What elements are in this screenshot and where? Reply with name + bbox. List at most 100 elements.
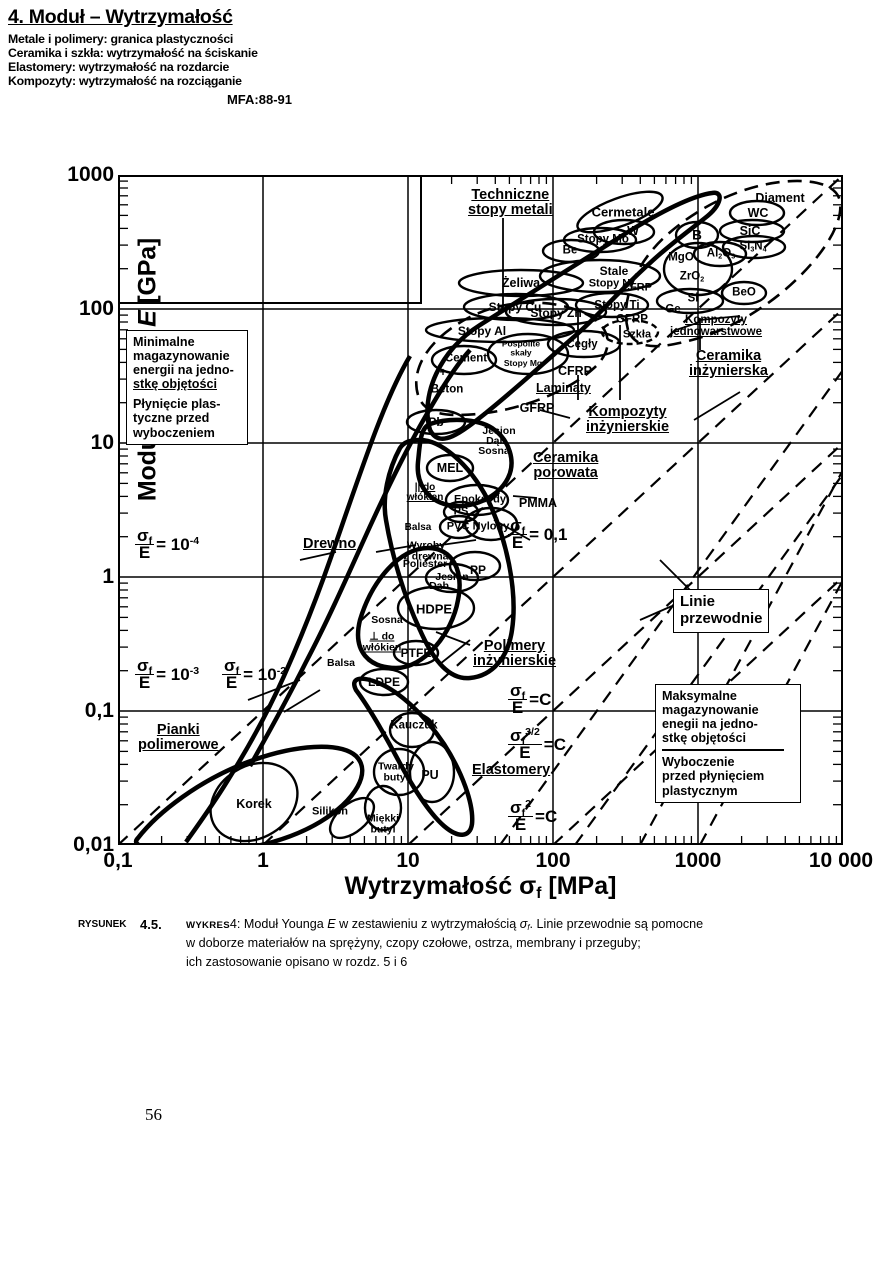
caption-line3: ich zastosowanie opisano w rozdz. 5 i 6: [186, 955, 408, 970]
title-line-3: Elastomery: wytrzymałość na rozdarcie: [8, 60, 230, 74]
min-line-6: tyczne przed: [133, 411, 210, 426]
material-pmma: PMMA: [518, 495, 558, 510]
material-szkla: Szkła: [622, 328, 652, 341]
material-w: W: [627, 223, 639, 238]
ashby-chart: 0,01 0,1 1 10 100 1000 0,1 1 10 100 1000…: [0, 0, 874, 902]
material-korek: Korek: [236, 796, 272, 811]
title-line-2: Ceramika i szkła: wytrzymałość na ściska…: [8, 46, 258, 60]
max-line-1: Maksymalne: [662, 689, 737, 703]
material-poliester: Poliester: [402, 557, 448, 570]
material-pu: PU: [421, 767, 439, 782]
guidelines-callout-box: Linie przewodnie: [673, 589, 769, 633]
material-gfrp-mid: GFRP: [519, 400, 555, 415]
material-b: B: [692, 227, 702, 243]
group-label-laminates: Laminaty: [536, 381, 591, 395]
max-energy-storage-box: Maksymalne magazynowanie enegii na jedno…: [655, 684, 801, 803]
material-pvc: PVC: [446, 520, 470, 533]
group-label-wood: Drewno: [303, 536, 357, 552]
y-tick-3: 10: [90, 431, 114, 454]
caption-line1-italic: E: [327, 917, 336, 931]
material-be: Be: [562, 244, 578, 257]
x-tick-4: 1000: [674, 849, 722, 872]
y-axis-ticks: 0,01 0,1 1 10 100 1000: [48, 0, 114, 900]
guidelines-line-2: przewodnie: [680, 609, 763, 627]
max-line-7: plastycznym: [662, 783, 738, 798]
material-dab-1: Dąb: [486, 434, 506, 447]
material-ps: PS: [453, 505, 469, 518]
material-stopy-zn: Stopy Zn: [530, 306, 582, 320]
guidelines-line-1: Linie: [680, 593, 716, 610]
caption-body: WYKRES4: Moduł Younga E w zestawieniu z …: [186, 917, 704, 970]
material-silikon: Silikon: [311, 805, 349, 818]
material-stopy-ti: Stopy Ti: [594, 299, 640, 312]
material-stopy-ni: Stopy Ni: [588, 277, 634, 290]
material-kauczuk: Kauczuk: [390, 719, 438, 732]
material-balsa-1: Balsa: [404, 522, 432, 533]
min-line-5: Płynięcie plas-: [133, 397, 221, 412]
material-pb: Pb: [428, 415, 444, 429]
material-si: Si: [687, 292, 699, 305]
material-si3n4: Si3N4: [739, 240, 767, 254]
caption-line2: w doborze materiałów na sprężyny, czopy …: [186, 936, 641, 951]
page-number: 56: [145, 1105, 162, 1124]
material-dab-2: Dąb: [429, 579, 449, 592]
material-mel: MEL: [436, 460, 464, 475]
material-ldpe: LDPE: [367, 675, 401, 689]
title-code: MFA:88-91: [226, 92, 292, 107]
x-tick-1: 1: [257, 849, 269, 872]
max-line-4: stkę objętości: [662, 731, 746, 746]
material-sosna-1: Sosna: [478, 444, 510, 457]
caption-line1-c: . Linie przewodnie są pomocne: [529, 917, 704, 931]
title-box-frame: [118, 175, 422, 304]
material-al2o3: Al2O3: [706, 247, 736, 261]
material-jesion-1: Jesion: [482, 424, 516, 437]
material-nylony: Nylony: [472, 520, 510, 533]
material-sosna-2: Sosna: [371, 613, 403, 626]
y-tick-0: 0,01: [73, 833, 114, 856]
min-line-2: magazynowanie: [133, 349, 230, 364]
x-tick-2: 10: [396, 849, 420, 872]
x-tick-5: 10 000: [808, 849, 874, 872]
title-line-1: Metale i polimery: granica plastyczności: [8, 32, 234, 46]
material-pp: PP: [469, 563, 487, 577]
material-stopy-al: Stopy Al: [457, 324, 507, 338]
min-energy-storage-box: Minimalne magazynowanie energii na jedno…: [126, 330, 248, 445]
chart-title-box: 4. Moduł – Wytrzymałość Metale i polimer…: [0, 0, 300, 111]
y-tick-5: 1000: [67, 163, 114, 186]
y-tick-4: 100: [78, 297, 114, 320]
material-ge: Ge: [665, 303, 681, 316]
material-balsa-2: Balsa: [326, 656, 356, 669]
material-stopy-mg: Stopy Mg: [503, 357, 543, 368]
x-tick-0: 0,1: [103, 849, 133, 872]
x-tick-3: 100: [535, 849, 571, 872]
material-mgo: MgO: [668, 251, 694, 264]
y-tick-1: 0,1: [84, 699, 114, 722]
min-line-4: stkę objętości: [133, 377, 217, 392]
material-plus-sign: +: [439, 365, 447, 379]
y-tick-2: 1: [102, 565, 114, 588]
material-stopy-cu: Stopy Cu: [488, 300, 542, 314]
material-stopy-mo: Stopy Mo: [577, 233, 629, 246]
min-line-3: energii na jedno-: [133, 363, 234, 378]
max-line-6: przed płynięciem: [662, 769, 765, 784]
caption-line1-a: 4: Moduł Younga: [229, 917, 328, 931]
caption-figure-number: 4.5.: [140, 917, 162, 932]
material-stale: Stale: [599, 264, 629, 278]
